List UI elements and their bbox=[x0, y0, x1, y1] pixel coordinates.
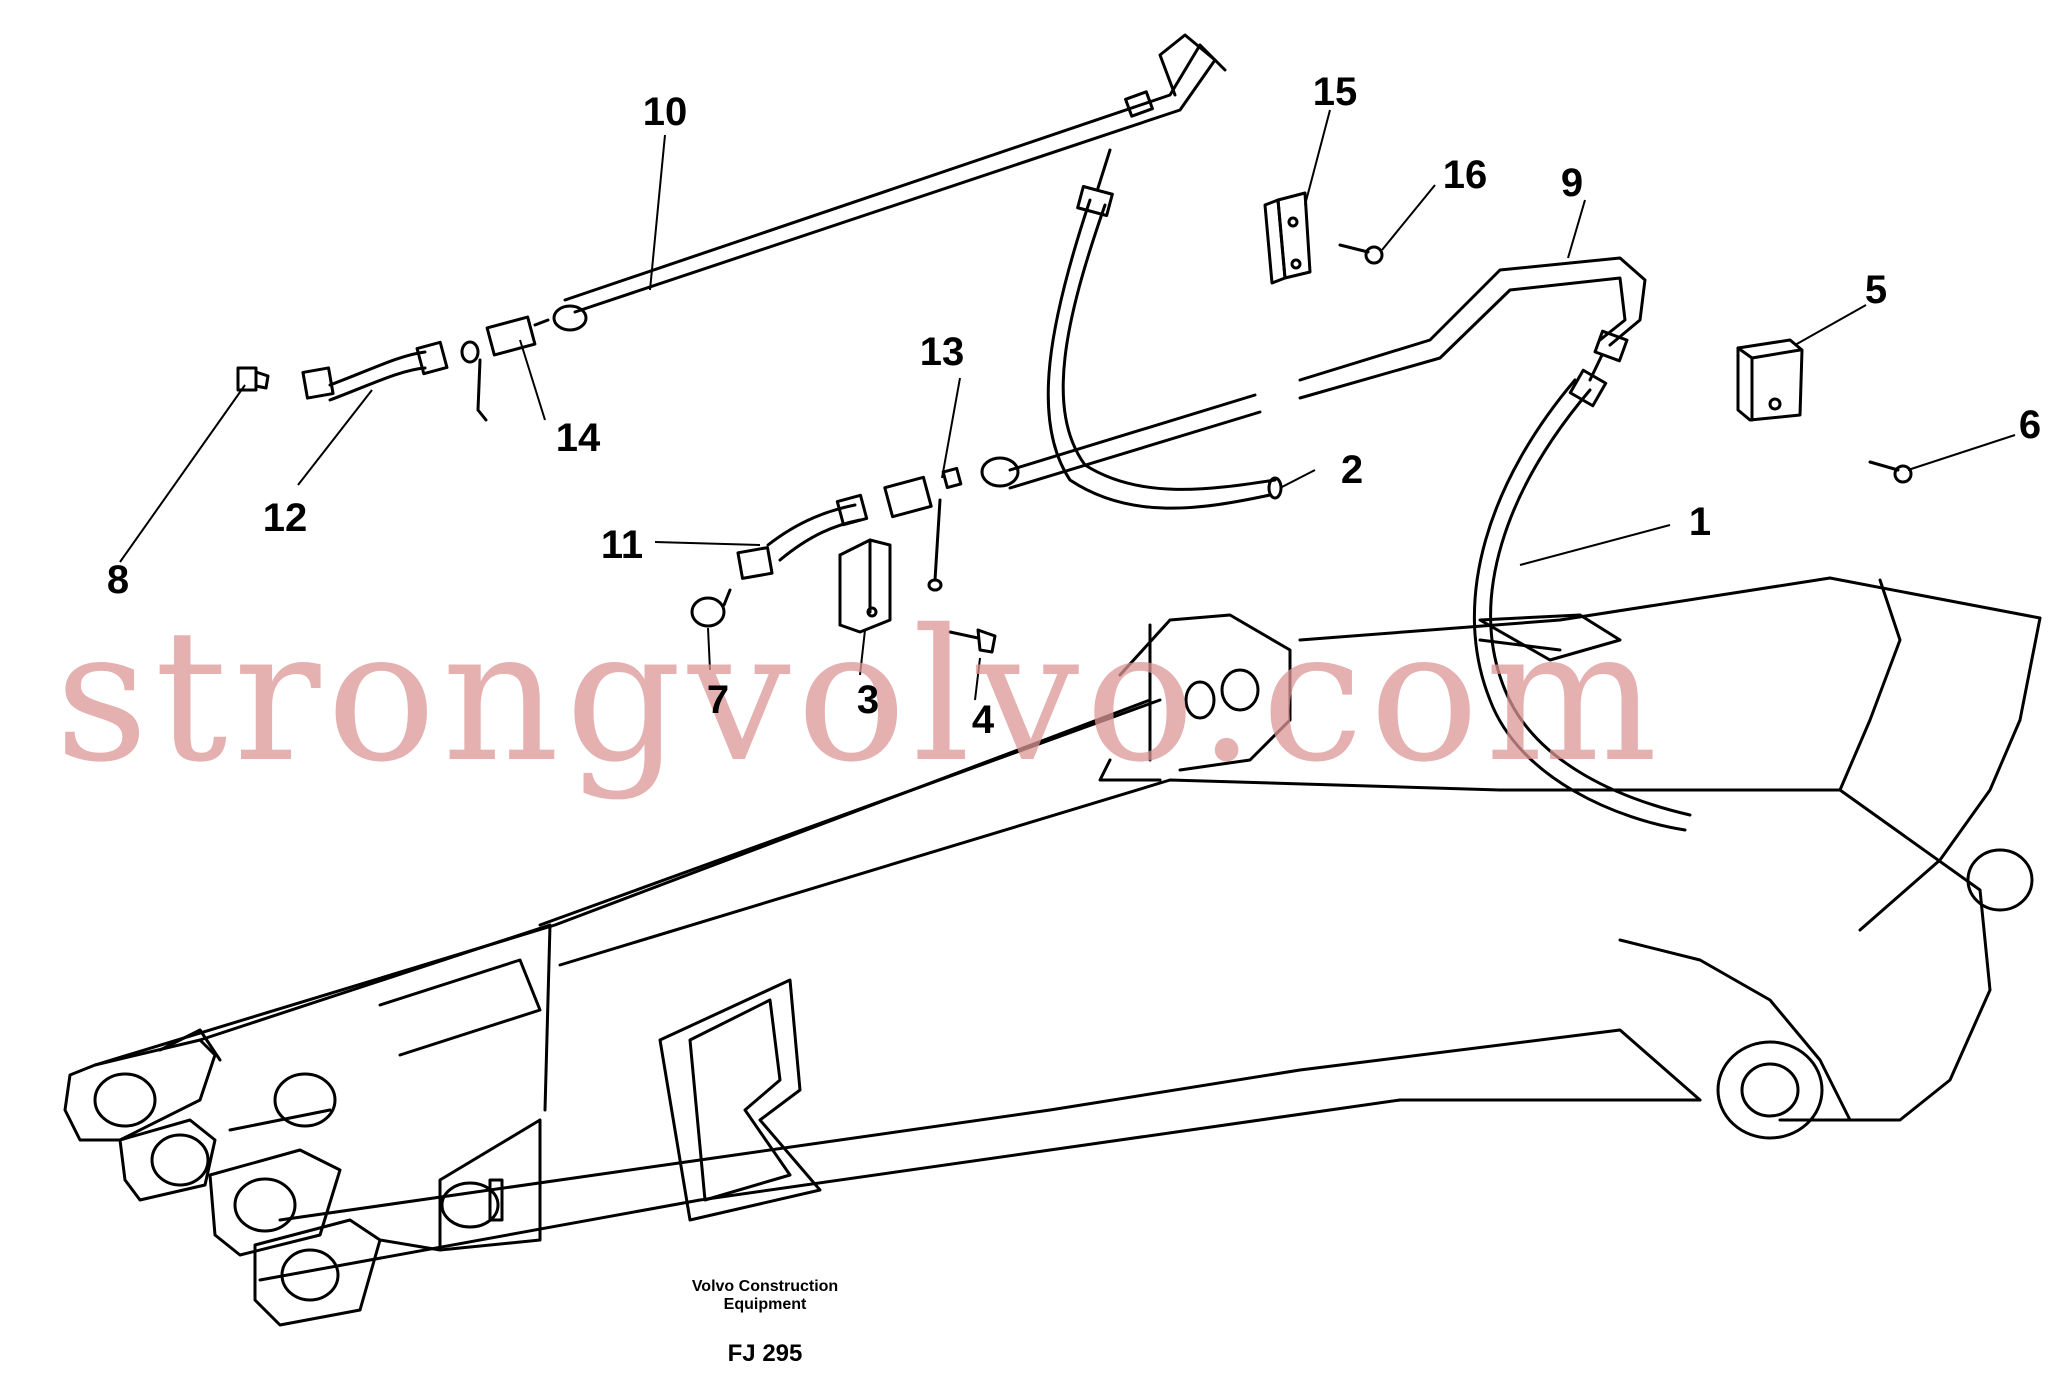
callout-2: 2 bbox=[1340, 448, 1364, 492]
caption-line-2: Equipment bbox=[723, 1296, 807, 1314]
leader-lines bbox=[119, 109, 2016, 701]
caption-line-1: Volvo Construction bbox=[691, 1278, 839, 1295]
cap-7 bbox=[690, 588, 732, 628]
callout-5: 5 bbox=[1864, 268, 1888, 312]
clamp-5 bbox=[1736, 338, 1804, 422]
callout-13: 13 bbox=[919, 330, 965, 374]
hose-2 bbox=[1046, 148, 1283, 510]
figure-code: FJ 295 bbox=[727, 1340, 803, 1367]
caption-manufacturer: Volvo Construction Equipment bbox=[640, 1278, 890, 1315]
boom-arm bbox=[63, 576, 2042, 1327]
callout-9: 9 bbox=[1560, 161, 1584, 205]
callout-15: 15 bbox=[1312, 70, 1358, 114]
callout-12: 12 bbox=[262, 496, 308, 540]
pipe-10 bbox=[552, 33, 1227, 332]
hose-1 bbox=[1472, 353, 1692, 832]
coupling-14 bbox=[460, 315, 550, 422]
callout-8: 8 bbox=[106, 558, 130, 602]
plug-8 bbox=[236, 366, 270, 392]
callout-11: 11 bbox=[600, 523, 644, 567]
callout-10: 10 bbox=[642, 90, 688, 134]
hose-12 bbox=[301, 340, 449, 402]
plate-15 bbox=[1263, 191, 1312, 285]
callout-16: 16 bbox=[1442, 153, 1488, 197]
screw-6 bbox=[1868, 460, 1913, 484]
coupling-13 bbox=[883, 466, 963, 592]
callout-14: 14 bbox=[555, 416, 601, 460]
callout-3: 3 bbox=[856, 678, 880, 722]
screw-16 bbox=[1338, 243, 1384, 265]
callout-1: 1 bbox=[1688, 500, 1712, 544]
callout-7: 7 bbox=[706, 678, 730, 722]
pipe-9 bbox=[980, 256, 1647, 490]
hose-11 bbox=[736, 493, 869, 580]
clamp-3 bbox=[838, 538, 892, 634]
screw-4 bbox=[948, 628, 997, 654]
callout-4: 4 bbox=[971, 698, 995, 742]
callout-6: 6 bbox=[2018, 403, 2042, 447]
